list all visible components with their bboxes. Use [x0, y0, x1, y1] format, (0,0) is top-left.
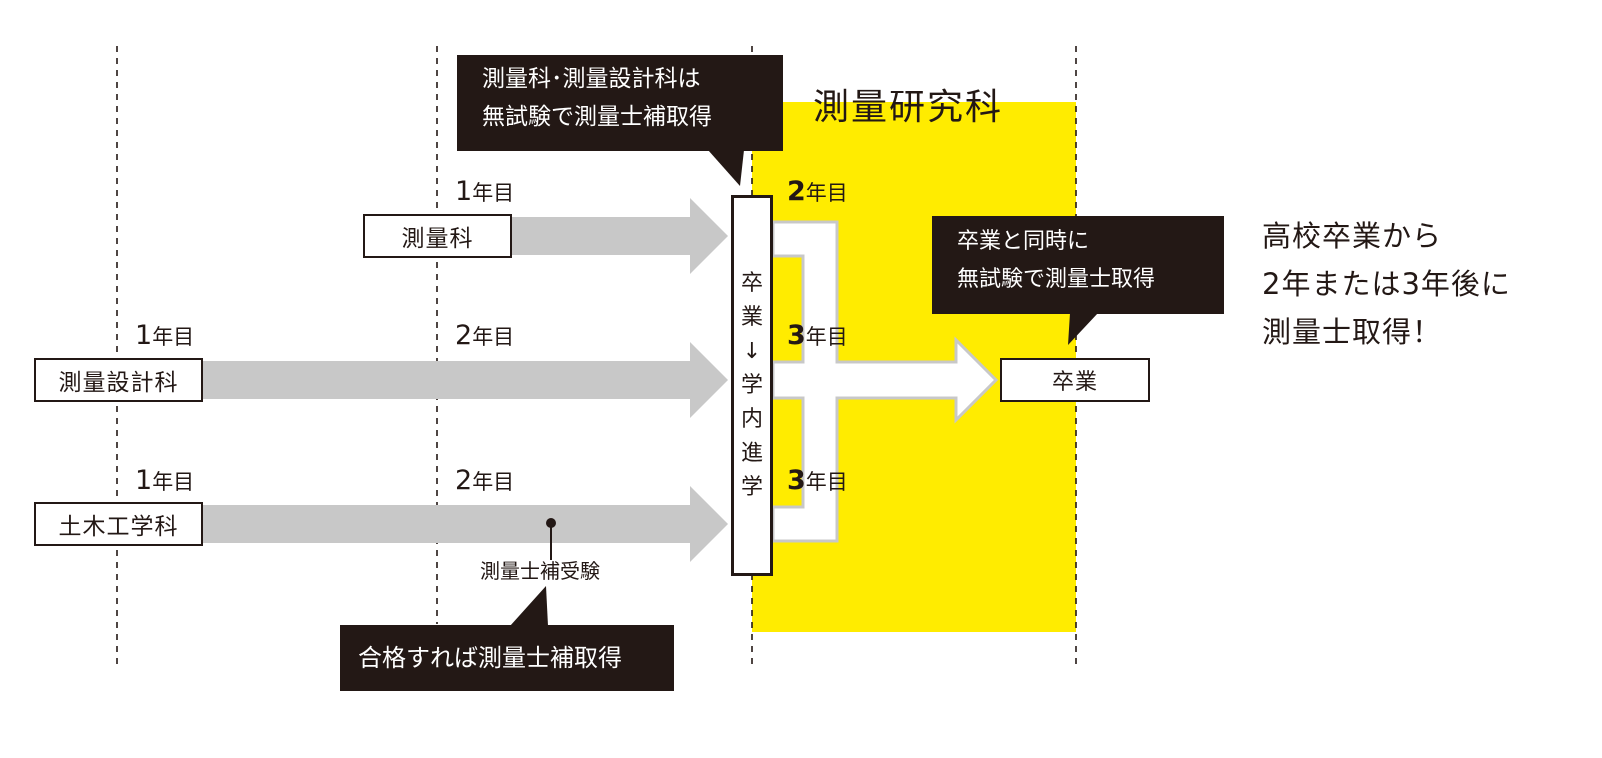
- year-label-research-2: 2年目: [787, 176, 848, 207]
- callout-right: 卒業と同時に 無試験で測量士取得: [932, 216, 1224, 314]
- year-label-sekkei-2: 2年目: [455, 320, 515, 351]
- callout-top-line-2: 無試験で測量士補取得: [482, 104, 712, 130]
- graduation-advancement-box: 卒 業 ↓ 学 内 進 学: [731, 195, 773, 576]
- exam-marker-dot: [546, 518, 556, 528]
- department-sekkei-box: 測量設計科: [34, 358, 203, 402]
- callout-bottom-pointer: [510, 586, 548, 626]
- exam-label: 測量士補受験: [480, 559, 600, 583]
- tagline-line-3: 測量士取得！: [1262, 315, 1443, 349]
- arrow-doboku: [202, 486, 728, 562]
- year-label-doboku-1: 1年目: [135, 465, 195, 496]
- year-label-sekkei-1: 1年目: [135, 320, 195, 351]
- year-label-research-3a: 3年目: [787, 320, 848, 351]
- year-label-doboku-2: 2年目: [455, 465, 515, 496]
- tagline: 高校卒業から 2年または3年後に 測量士取得！: [1262, 212, 1511, 356]
- callout-right-line-2: 無試験で測量士取得: [957, 267, 1156, 292]
- callout-right-line-1: 卒業と同時に: [957, 229, 1090, 254]
- callout-bottom-line-1: 合格すれば測量士補取得: [358, 644, 622, 672]
- callout-top-line-1: 測量科･測量設計科は: [482, 66, 701, 92]
- graduation-box: 卒業: [1000, 358, 1150, 402]
- vertical-char: 内: [740, 406, 763, 432]
- vertical-char: 進: [740, 440, 763, 466]
- research-course-title: 測量研究科: [813, 87, 1004, 128]
- down-arrow-glyph: ↓: [742, 338, 762, 364]
- vertical-char: 卒: [740, 270, 763, 296]
- year-label-sokuryo-1: 1年目: [455, 176, 515, 207]
- callout-top: 測量科･測量設計科は 無試験で測量士補取得: [457, 55, 783, 151]
- year-label-research-3b: 3年目: [787, 465, 848, 496]
- arrow-sokuryo: [512, 198, 728, 274]
- vertical-char: 業: [740, 304, 763, 330]
- branch-arrow-outline: [771, 220, 999, 543]
- tagline-line-1: 高校卒業から: [1262, 219, 1443, 253]
- callout-top-pointer: [708, 150, 744, 186]
- vertical-char: 学: [740, 474, 763, 500]
- arrow-sekkei: [202, 342, 728, 418]
- department-sokuryo-box: 測量科: [363, 214, 512, 258]
- callout-bottom: 合格すれば測量士補取得: [340, 625, 674, 691]
- department-doboku-box: 土木工学科: [34, 502, 203, 546]
- vertical-char: 学: [740, 372, 763, 398]
- callout-right-pointer: [1068, 313, 1098, 345]
- tagline-line-2: 2年または3年後に: [1262, 267, 1511, 301]
